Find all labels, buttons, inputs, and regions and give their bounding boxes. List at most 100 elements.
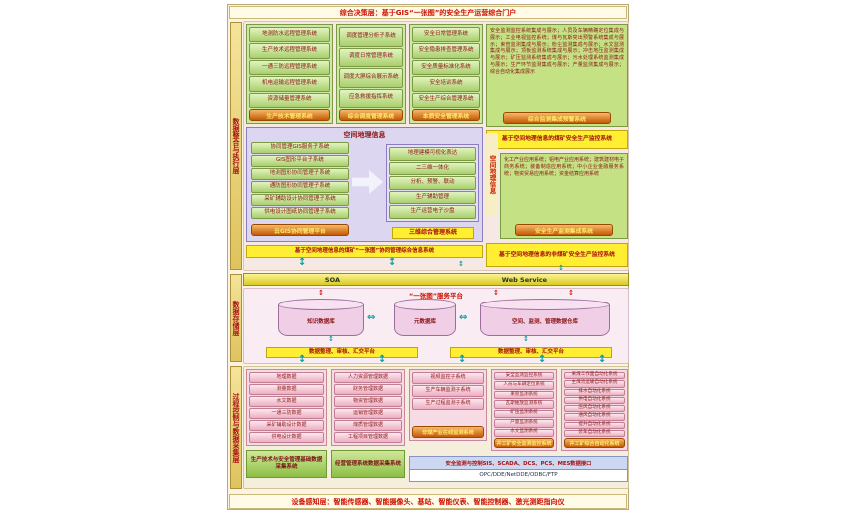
- data-governance-platform-left: 数据整理、审核、汇交平台: [266, 347, 418, 358]
- gis-capability-item: 地理建模可视化表达: [389, 147, 476, 161]
- soa-label: SOA: [324, 275, 340, 284]
- gis-subsystem-item: GIS图形平台子系统: [251, 155, 349, 167]
- system-item: 资源储量管理系统: [249, 92, 330, 109]
- vertical-arrow-icon: [568, 290, 574, 297]
- system-item: 生产技术远程管理系统: [249, 43, 330, 59]
- one-map-collaboration-banner: 基于空间地理信息的煤矿“一张图”协同管理综合信息系统: [246, 245, 483, 258]
- vertical-arrow-icon: [458, 261, 464, 268]
- three-d-management-label: 三维综合管理系统: [392, 227, 474, 239]
- vertical-arrow-icon: [388, 258, 396, 268]
- system-item: 机电运输远程管理系统: [249, 76, 330, 92]
- data-item: 物资管理数据: [334, 396, 402, 407]
- gis-capability-item: 分析、预警、联动: [389, 176, 476, 190]
- monitor-system-item: 人员与车辆定位系统: [494, 381, 554, 390]
- gis-subsystem-item: 通防图形协同管理子系统: [251, 181, 349, 193]
- system-item: 安全生产综合管理系统: [412, 92, 480, 109]
- gis-capability-item: 生产辅助管理: [389, 190, 476, 205]
- mine-safety-monitor-label: 井工矿安全监测监控系统: [494, 438, 554, 448]
- layer-label-process: 过程控制与数据采集层: [230, 366, 242, 489]
- db-metadata-label: 元数据库: [413, 319, 436, 325]
- automation-system-item: 采煤工作面自动化系统: [564, 372, 625, 380]
- data-item: 煤质管理数据: [334, 420, 402, 431]
- panel-mine-automation-items: 采煤工作面自动化系统主煤流运输自动化系统排水自动化系统供电自动化系统压风自动化系…: [564, 372, 625, 437]
- mine-automation-label: 井工矿综合自动化系统: [564, 438, 625, 448]
- vertical-arrow-icon: [558, 265, 564, 272]
- vertical-arrow-icon: [523, 336, 529, 343]
- automation-system-item: 主煤流运输自动化系统: [564, 380, 625, 388]
- coal-mine-monitor-banner: 基于空间地理信息的煤矿安全生产监控系统: [486, 130, 628, 149]
- system-item: 安全日常管理系统: [412, 27, 480, 43]
- gis-capability-item: 生产运营电子沙盘: [389, 205, 476, 219]
- automation-system-item: 通风自动化系统: [564, 413, 625, 421]
- gis-3d-box: 地理建模可视化表达二三维一体化分析、预警、联动生产辅助管理生产运营电子沙盘: [386, 144, 479, 222]
- automation-system-item: 供电自动化系统: [564, 396, 625, 404]
- panel-monitor-label: 综合监测集成预警系统: [502, 112, 612, 124]
- panel-erp-data: 人力资源管理数据财务管理数据物资管理数据运销管理数据煤质管理数据工程项目管理数据: [331, 369, 405, 446]
- subsystem-item: 生产车辆监测子系统: [412, 385, 484, 397]
- top-banner: 综合决策层：基于GIS“一张图”的安全生产运营综合门户: [229, 6, 627, 19]
- data-item: 水文数据: [249, 396, 324, 407]
- panel-dispatch: 调度管理分析子系统调度日常管理系统调度大屏综合展示系统应急救援指挥系统 综合调度…: [336, 24, 406, 124]
- db-warehouse: 空间、监测、管理数据仓库: [480, 299, 610, 336]
- panel-safety-items: 安全日常管理系统安全隐患排查管理系统安全质量标准化系统安全培训系统安全生产综合管…: [412, 27, 480, 109]
- monitor-system-item: 水文监测系统: [494, 428, 554, 437]
- db-warehouse-label: 空间、监测、管理数据仓库: [511, 319, 578, 325]
- monitor-system-item: 矿压监测系统: [494, 409, 554, 419]
- data-item: 运销管理数据: [334, 408, 402, 419]
- monitor-systems-text: 安全监测监控系统集成与展示；人员及车辆精确定位集成与展示；工业电视监控系统；煤与…: [490, 28, 624, 75]
- layer-label-integration: 数据整合与执行层: [230, 22, 242, 270]
- noncoal-monitor-label: 非煤产业在线监测系统: [412, 426, 484, 438]
- automation-system-item: 排水自动化系统: [564, 388, 625, 396]
- panel-tech-basic-data: 地理数据测量数据水文数据一通三防数据采矿辅助设计数据供电设计数据: [246, 369, 327, 446]
- vertical-arrow-icon: [318, 290, 324, 297]
- interface-protocols-line1: 安全监测与控制SIS、SCADA、DCS、PCS、MES数据接口: [409, 456, 628, 470]
- horizontal-arrow-icon: [459, 313, 467, 323]
- webservice-label: Web Service: [501, 275, 548, 284]
- panel-mine-automation: 采煤工作面自动化系统主煤流运输自动化系统排水自动化系统供电自动化系统压风自动化系…: [561, 369, 628, 451]
- monitor-system-item: 产量监测系统: [494, 419, 554, 428]
- system-item: 安全质量标准化系统: [412, 59, 480, 76]
- subsystem-item: 视频监控子系统: [412, 372, 484, 384]
- vertical-arrow-icon: [493, 290, 499, 297]
- gis-subsystem-item: 地测图形协同管理子系统: [251, 168, 349, 180]
- panel-tech-basic-items: 地理数据测量数据水文数据一通三防数据采矿辅助设计数据供电设计数据: [249, 372, 324, 443]
- system-item: 应急救援指挥系统: [339, 88, 403, 108]
- panel-erp-items: 人力资源管理数据财务管理数据物资管理数据运销管理数据煤质管理数据工程项目管理数据: [334, 372, 402, 443]
- subsystem-item: 生产过程监测子系统: [412, 398, 484, 410]
- panel-production-tech-items: 地测防水远程管理系统生产技术远程管理系统一通三防远程管理系统机电运输远程管理系统…: [249, 27, 330, 109]
- vertical-arrow-icon: [598, 355, 606, 365]
- panel-mine-safety-items: 安全监测监控系统人员与车辆定位系统束管监测系统瓦斯抽放监测系统矿压监测系统产量监…: [494, 372, 554, 437]
- panel-monitor-integration: 安全监测监控系统集成与展示；人员及车辆精确定位集成与展示；工业电视监控系统；煤与…: [486, 24, 628, 127]
- vertical-arrow-icon: [538, 355, 546, 365]
- panel-safety: 安全日常管理系统安全隐患排查管理系统安全质量标准化系统安全培训系统安全生产综合管…: [409, 24, 483, 124]
- bottom-banner: 设备感知层：智能传感器、智能摄像头、基站、智能仪表、智能控制器、激光测距指向仪: [229, 494, 627, 509]
- vertical-arrow-icon: [458, 355, 466, 365]
- data-item: 财务管理数据: [334, 384, 402, 395]
- monitor-system-item: 束管监测系统: [494, 390, 554, 400]
- gis-subsystem-item: 采矿辅助设计协同管理子系统: [251, 194, 349, 206]
- system-item: 安全培训系统: [412, 76, 480, 92]
- gis-subsystem-item: 协同管理GIS服务子系统: [251, 142, 349, 154]
- one-map-platform-label: “一张图”服务平台: [408, 292, 464, 300]
- horizontal-arrow-icon: [367, 313, 375, 323]
- gis-title: 空间地理信息: [343, 131, 386, 139]
- automation-system-item: 压风自动化系统: [564, 405, 625, 413]
- tech-basic-collect-label: 生产技术与安全管理基础数据采集系统: [246, 450, 327, 478]
- panel-industry-label: 安全生产监测集成系统: [515, 224, 613, 236]
- db-knowledge: 知识数据库: [278, 299, 364, 336]
- erp-collect-label: 经营管理系统数据采集系统: [331, 450, 405, 478]
- panel-mine-safety-monitor: 安全监测监控系统人员与车辆定位系统束管监测系统瓦斯抽放监测系统矿压监测系统产量监…: [491, 369, 557, 451]
- vertical-arrow-icon: [298, 355, 306, 365]
- panel-production-tech-label: 生产技术管理系统: [249, 109, 330, 121]
- system-item: 调度管理分析子系统: [339, 27, 403, 47]
- system-item: 调度日常管理系统: [339, 47, 403, 67]
- panel-noncoal-items: 视频监控子系统生产车辆监测子系统生产过程监测子系统: [412, 372, 484, 425]
- vertical-arrow-icon: [328, 336, 334, 343]
- gis-subsystem-item: 供电设计图纸协同管理子系统: [251, 207, 349, 219]
- right-arrow-icon: [352, 170, 383, 194]
- monitor-system-item: 安全监测监控系统: [494, 372, 554, 381]
- system-item: 一通三防远程管理系统: [249, 59, 330, 76]
- vertical-arrow-icon: [378, 355, 386, 365]
